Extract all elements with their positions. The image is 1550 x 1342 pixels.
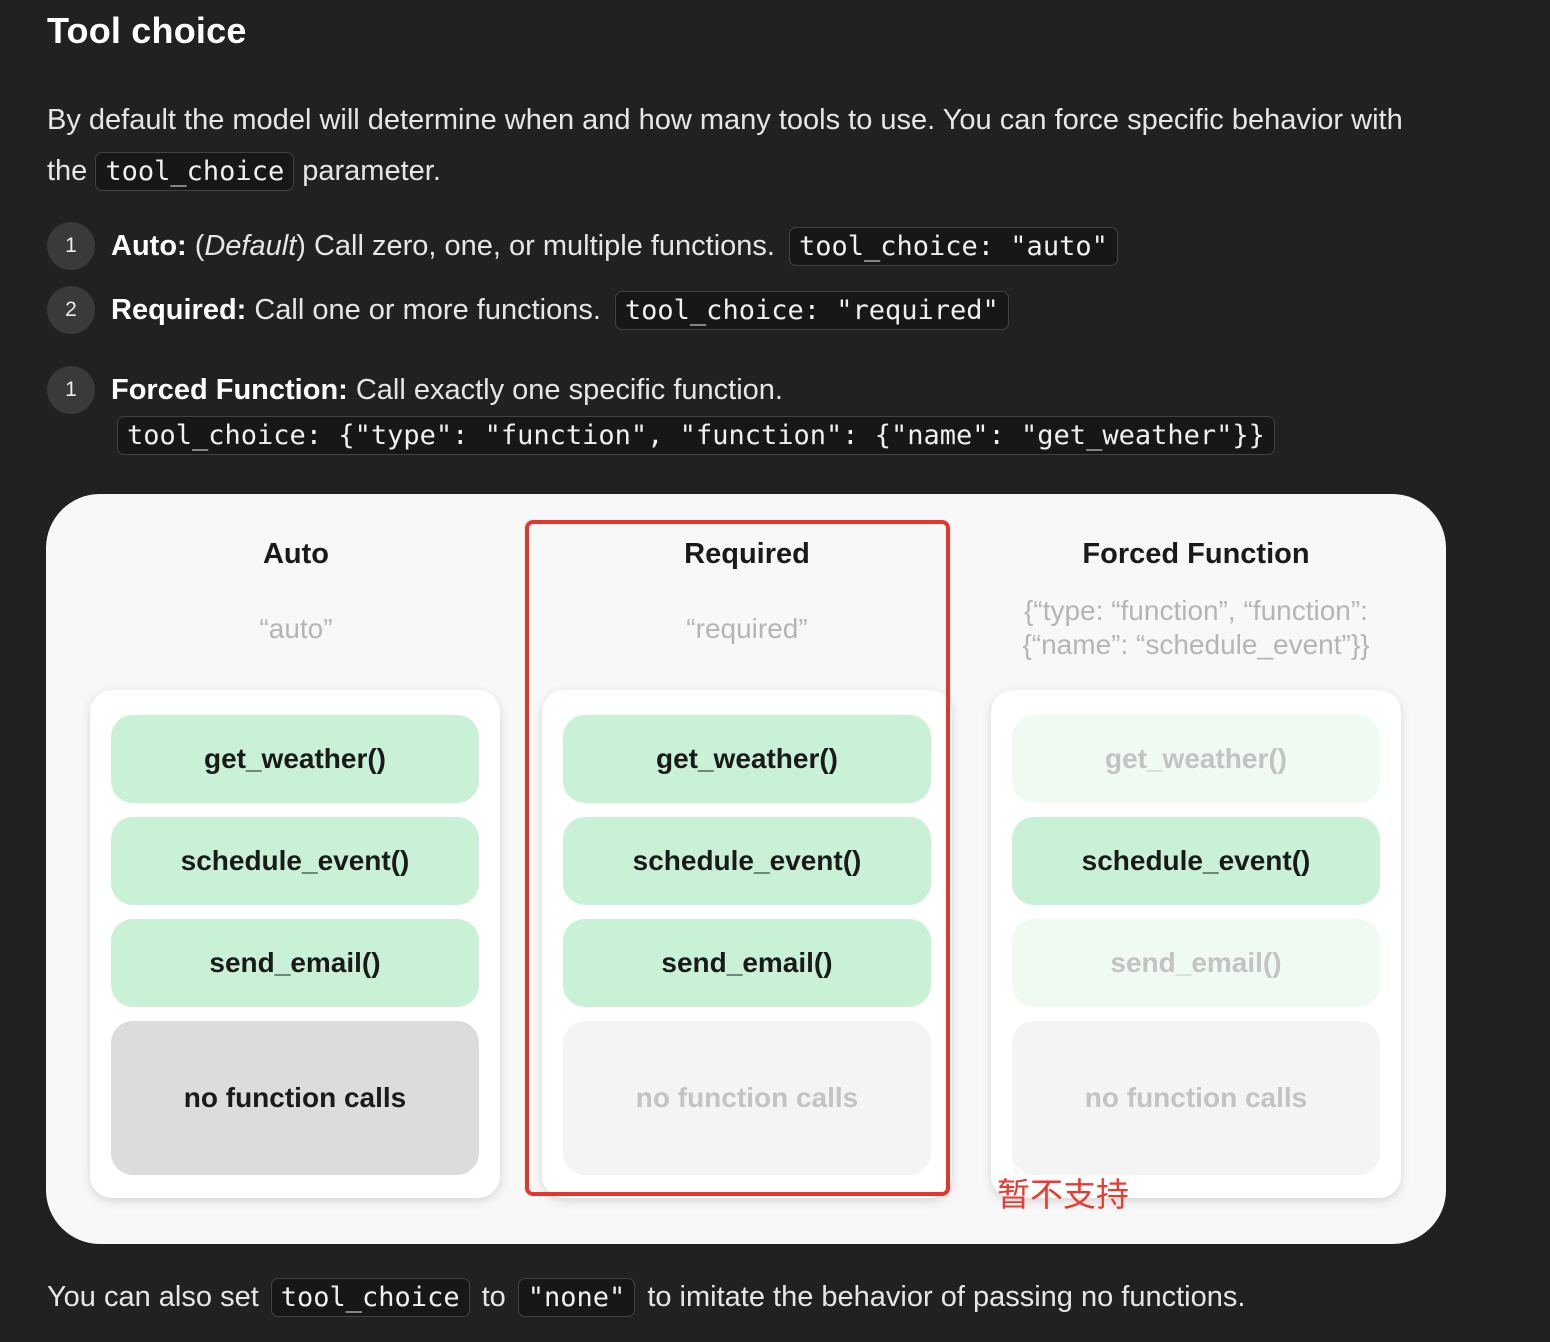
intro-text-before: By default the model will determine when… <box>47 104 1403 187</box>
function-chip: send_email() <box>111 919 479 1007</box>
column-sub-required: “required” <box>686 613 808 644</box>
function-chip: send_email() <box>563 919 931 1007</box>
highlight-box <box>525 520 950 1196</box>
option-label: Forced Function: <box>111 373 348 406</box>
column-sub-auto: “auto” <box>259 613 333 644</box>
column-sub-forced: {“type: “function”, “function”: {“name”:… <box>986 594 1406 662</box>
annotation-note: 暂不支持 <box>997 1176 1129 1213</box>
column-sub-forced-line2: {“name”: “schedule_event”}} <box>1022 629 1370 660</box>
option-auto: 1 Auto: (Default) Call zero, one, or mul… <box>47 222 1118 270</box>
footer-text: to imitate the behavior of passing no fu… <box>647 1281 1246 1313</box>
function-chip: send_email() <box>1012 919 1380 1007</box>
option-label: Auto: <box>111 229 187 262</box>
function-chip: schedule_event() <box>563 817 931 905</box>
function-chip: schedule_event() <box>111 817 479 905</box>
section-heading: Tool choice <box>47 10 247 51</box>
column-title-auto: Auto <box>262 538 330 570</box>
option-paren-close: ) <box>296 229 306 262</box>
function-chip: get_weather() <box>111 715 479 803</box>
footer-paragraph: You can also set tool_choice to "none" t… <box>47 1278 1245 1317</box>
intro-code-tool-choice: tool_choice <box>95 152 295 191</box>
footer-code-none: "none" <box>517 1278 636 1317</box>
function-chip: get_weather() <box>1012 715 1380 803</box>
column-sub-forced-line1: {“type: “function”, “function”: <box>1024 595 1368 626</box>
option-forced: 1 Forced Function: Call exactly one spec… <box>47 366 783 414</box>
function-chip: get_weather() <box>563 715 931 803</box>
footer-text: You can also set <box>47 1281 259 1313</box>
footer-text: to <box>481 1281 506 1313</box>
option-label: Required: <box>111 293 247 326</box>
option-desc: Call one or more functions. <box>254 293 601 326</box>
intro-text-after: parameter. <box>302 155 441 187</box>
intro-paragraph: By default the model will determine when… <box>47 95 1427 197</box>
step-number: 2 <box>47 286 95 334</box>
option-desc: Call exactly one specific function. <box>355 373 783 406</box>
forced-code-line: tool_choice: {"type": "function", "funct… <box>117 416 1275 455</box>
no-function-chip: no function calls <box>1012 1021 1380 1175</box>
column-title-required: Required <box>684 538 810 570</box>
no-function-chip: no function calls <box>111 1021 479 1175</box>
footer-code-tool-choice: tool_choice <box>270 1278 470 1317</box>
option-code: tool_choice: "required" <box>614 290 1009 330</box>
function-chip: schedule_event() <box>1012 817 1380 905</box>
option-paren-open: ( <box>194 229 205 262</box>
option-default-note: Default <box>204 229 297 262</box>
no-function-chip: no function calls <box>563 1021 931 1175</box>
step-number: 1 <box>47 366 95 414</box>
option-code: tool_choice: "auto" <box>788 226 1118 266</box>
option-desc: Call zero, one, or multiple functions. <box>313 229 775 262</box>
column-title-forced: Forced Function <box>1082 538 1310 570</box>
option-required: 2 Required: Call one or more functions. … <box>47 286 1009 334</box>
option-code: tool_choice: {"type": "function", "funct… <box>117 416 1275 455</box>
step-number: 1 <box>47 222 95 270</box>
